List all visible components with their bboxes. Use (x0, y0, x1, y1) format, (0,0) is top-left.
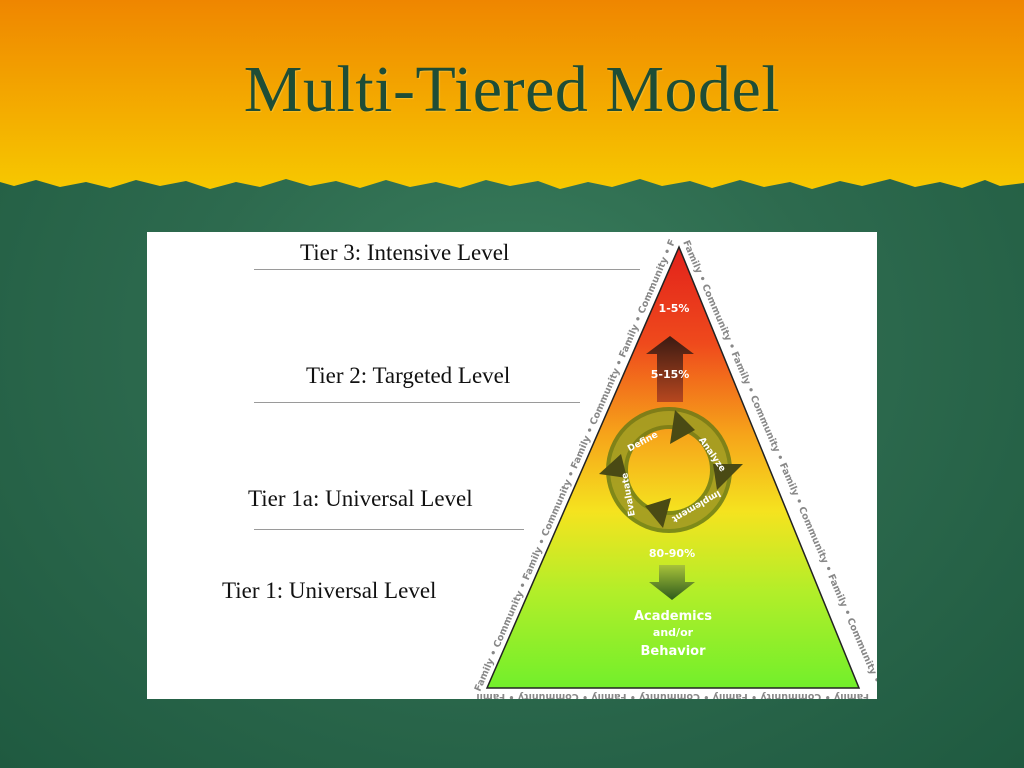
title-banner (0, 0, 1024, 189)
percent-bottom-label: 80-90% (649, 547, 695, 560)
cycle-arrow-icon (670, 410, 695, 444)
base-text-line2: and/or (653, 626, 694, 639)
up-arrow-icon (646, 336, 694, 402)
down-arrow-icon (649, 565, 695, 600)
cycle-arrow-icon (713, 464, 743, 490)
cycle-arrow-icon (645, 498, 671, 528)
tier-1-label: Tier 1: Universal Level (222, 578, 437, 603)
tier-2-label: Tier 2: Targeted Level (306, 363, 511, 388)
tier-3-divider (254, 269, 640, 270)
slide-title: Multi-Tiered Model (243, 53, 781, 126)
tier-1a-label: Tier 1a: Universal Level (248, 486, 473, 511)
cycle-arrow-icon (599, 454, 627, 478)
percent-middle-label: 5-15% (651, 368, 690, 381)
percent-top-label: 1-5% (659, 302, 690, 315)
base-text-line3: Behavior (640, 644, 706, 659)
pyramid-diagram: Family • Community • Family • Community … (147, 232, 877, 699)
pyramid-triangle (485, 245, 861, 689)
tier-3-label: Tier 3: Intensive Level (300, 240, 510, 265)
tier-1a-divider (254, 529, 524, 530)
tier-2-divider (254, 402, 580, 403)
base-text-line1: Academics (634, 609, 712, 624)
